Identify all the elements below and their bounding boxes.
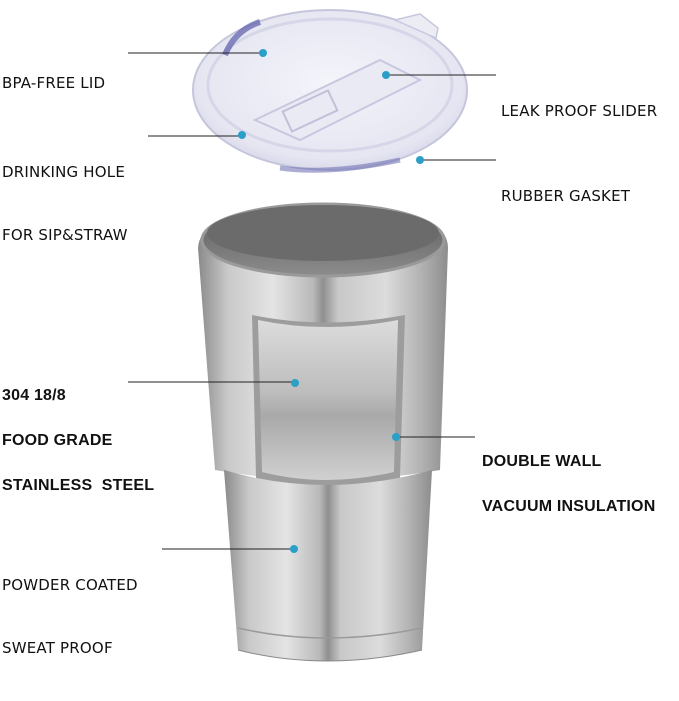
product-diagram: BPA-FREE LID DRINKING HOLE FOR SIP&STRAW…	[2, 9, 657, 662]
callout-text: FOOD GRADE	[2, 432, 113, 449]
callout-bpa-free-lid: BPA-FREE LID	[2, 38, 105, 128]
callout-leak-proof-slider: LEAK PROOF SLIDER	[501, 66, 657, 156]
callout-text: SWEAT PROOF	[2, 639, 113, 657]
callout-text: VACUUM INSULATION	[482, 498, 656, 515]
tumbler-illustration	[128, 9, 496, 662]
callout-text: FOR SIP&STRAW	[2, 226, 128, 244]
callout-text: BPA-FREE LID	[2, 74, 106, 92]
callout-rubber-gasket: RUBBER GASKET	[501, 151, 630, 241]
callout-drinking-hole: DRINKING HOLE FOR SIP&STRAW	[2, 120, 128, 288]
lid	[192, 9, 468, 173]
callout-text: DOUBLE WALL	[482, 453, 602, 470]
leader-lines	[128, 52, 496, 550]
callout-text: POWDER COATED	[2, 576, 138, 594]
callout-text: 304 18/8	[2, 387, 66, 404]
callout-food-grade-steel: 304 18/8 FOOD GRADE STAINLESS STEEL	[2, 358, 154, 523]
callout-double-wall: DOUBLE WALL VACUUM INSULATION	[482, 424, 655, 544]
callout-text: STAINLESS STEEL	[2, 477, 155, 494]
callout-powder-coated: POWDER COATED SWEAT PROOF	[2, 533, 138, 701]
callout-text: RUBBER GASKET	[501, 187, 631, 205]
callout-text: DRINKING HOLE	[2, 163, 126, 181]
tumbler-body	[198, 202, 448, 662]
callout-dots	[238, 49, 424, 553]
callout-text: LEAK PROOF SLIDER	[501, 102, 658, 120]
